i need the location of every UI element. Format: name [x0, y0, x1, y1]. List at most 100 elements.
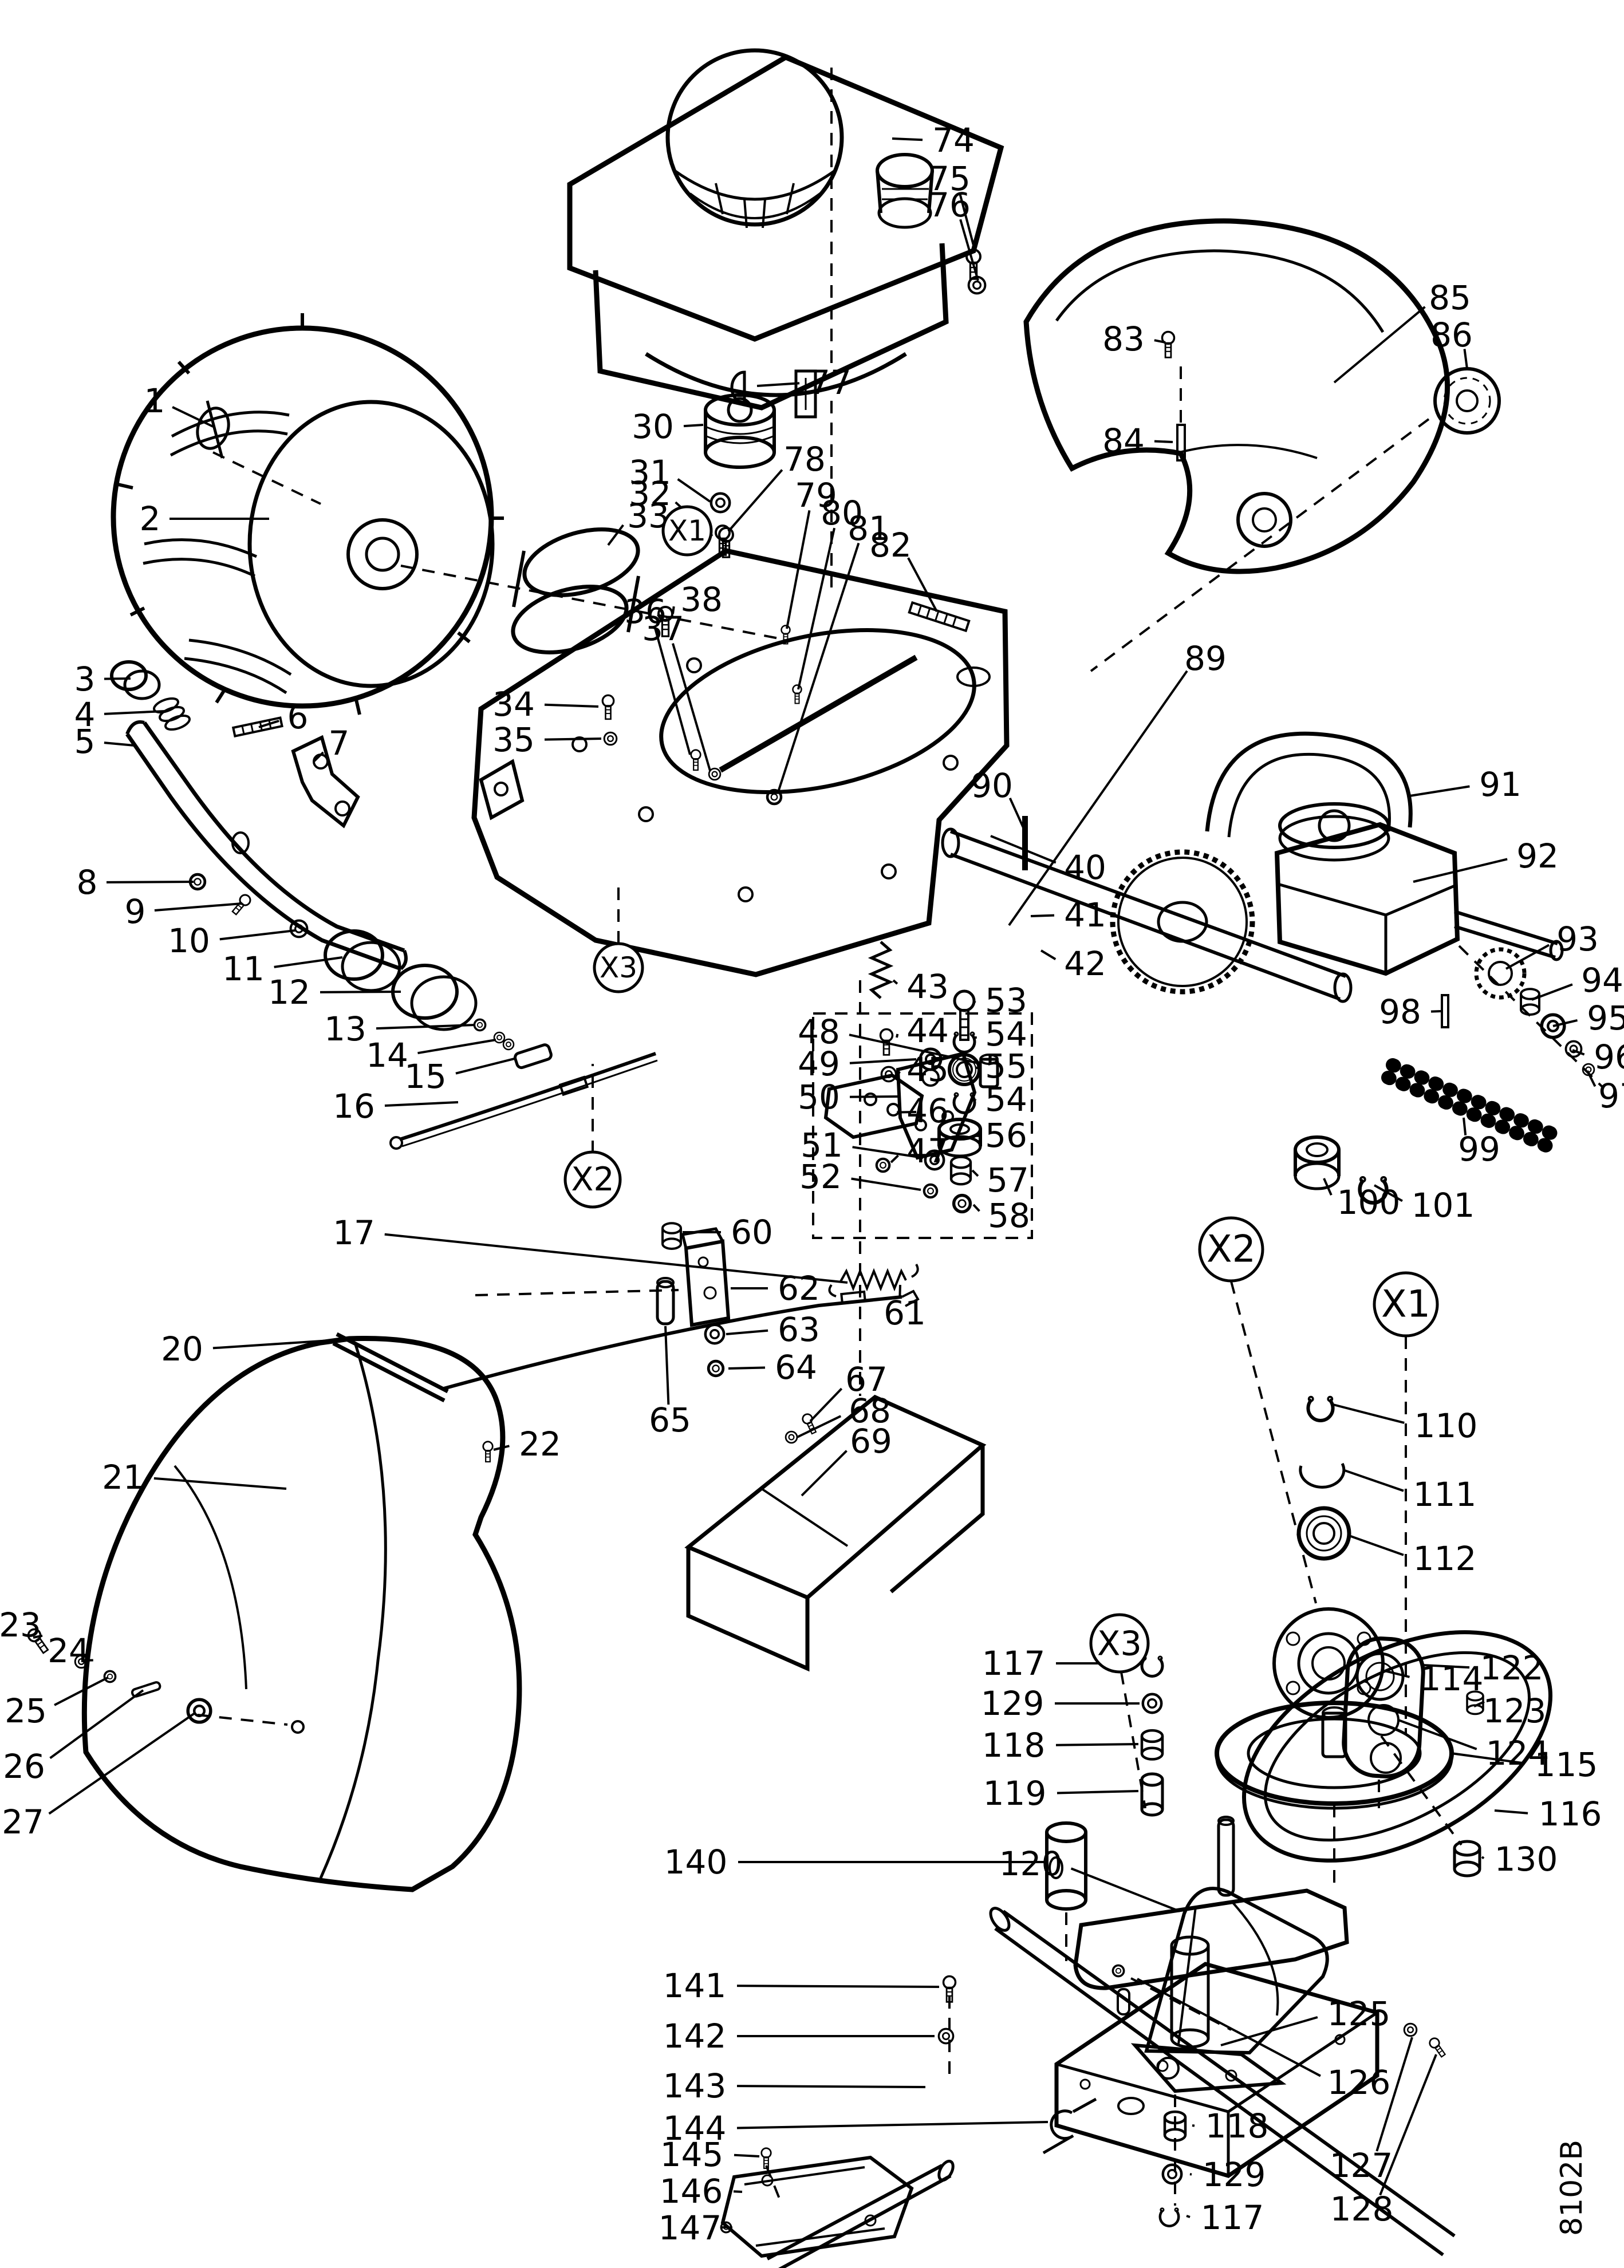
leader-line: [797, 1415, 842, 1438]
part-label-143: 143: [663, 2066, 926, 2105]
part-label-92: 92: [1413, 837, 1559, 883]
part-label-41: 41: [1030, 896, 1106, 934]
leader-line: [1374, 1184, 1403, 1202]
part-label-54: 54: [974, 1015, 1027, 1054]
part-label-22: 22: [493, 1425, 561, 1464]
leader-line: [1344, 1469, 1404, 1492]
leader-line: [672, 606, 675, 614]
callout-X3: X3: [593, 942, 644, 993]
part-number: 84: [1102, 421, 1145, 460]
part-number: 127: [1330, 2146, 1393, 2185]
part-label-2: 2: [140, 499, 269, 538]
part-label-94: 94: [1531, 961, 1623, 1001]
part-number: 99: [1458, 1130, 1500, 1169]
part-label-6: 6: [258, 697, 308, 736]
part-label-140: 140: [664, 1843, 1044, 1882]
leader-line: [1375, 2037, 1413, 2152]
part-number: 116: [1539, 1794, 1602, 1833]
belt-upper: [1205, 731, 1413, 832]
leader-line: [1189, 2173, 1192, 2176]
leader-line: [1057, 1790, 1139, 1794]
part-number: 10: [168, 921, 210, 960]
part-number: 57: [987, 1161, 1029, 1200]
part-label-60: 60: [683, 1213, 773, 1252]
part-number: 117: [982, 1644, 1046, 1683]
part-number: 81: [848, 509, 890, 548]
part-label-129: 129: [981, 1684, 1140, 1723]
impeller-wheel: [111, 313, 504, 715]
part-number: 38: [680, 580, 723, 619]
part-label-10: 10: [168, 921, 295, 960]
part-number: 89: [1184, 639, 1227, 678]
labels-layer: 1234567891011121314151617202122232425262…: [0, 121, 1624, 2247]
part-number: 58: [988, 1196, 1030, 1235]
leader-line: [384, 1233, 848, 1284]
leader-line: [1572, 1049, 1585, 1056]
part-label-127: 127: [1330, 2037, 1413, 2185]
leader-line: [1008, 670, 1188, 926]
leader-line: [975, 1066, 981, 1070]
leader-line: [653, 626, 691, 755]
axle-bushing: [1294, 1135, 1341, 1190]
part-label-82: 82: [869, 526, 938, 612]
part-number: 141: [663, 1966, 727, 2005]
part-number: 147: [659, 2208, 722, 2247]
leader-line: [897, 1111, 917, 1114]
lower-group: [720, 1816, 1456, 2268]
part-label-77: 77: [756, 363, 852, 402]
part-label-80: 80: [797, 494, 863, 690]
part-number: 94: [1581, 961, 1623, 1000]
part-number: 128: [1330, 2190, 1394, 2228]
part-label-95: 95: [1552, 999, 1624, 1038]
part-label-89: 89: [1008, 639, 1227, 926]
part-label-123: 123: [1473, 1691, 1546, 1730]
part-label-25: 25: [5, 1677, 108, 1730]
leader-line: [1422, 1664, 1470, 1669]
leader-line: [728, 1366, 766, 1370]
leader-line: [974, 1099, 977, 1102]
leader-line: [104, 741, 135, 747]
part-number: 31: [629, 453, 671, 492]
belt-guard-box: [684, 1394, 987, 1672]
part-number: 37: [642, 609, 684, 648]
part-number: 25: [5, 1691, 47, 1730]
part-label-51: 51: [801, 1126, 924, 1165]
part-label-96: 96: [1572, 1038, 1624, 1076]
part-label-122: 122: [1422, 1648, 1543, 1687]
part-label-4: 4: [74, 695, 165, 734]
part-label-58: 58: [972, 1196, 1030, 1235]
part-number: 64: [775, 1348, 817, 1387]
part-number: 9: [125, 892, 146, 931]
part-label-56: 56: [975, 1116, 1027, 1155]
leader-line: [959, 192, 976, 250]
part-label-53: 53: [973, 981, 1027, 1020]
part-label-43: 43: [892, 967, 949, 1006]
part-label-27: 27: [2, 1712, 196, 1841]
leader-line: [607, 524, 624, 546]
part-number: 97: [1598, 1076, 1624, 1115]
diagram-code: 8102B: [1555, 2140, 1589, 2236]
part-label-48: 48: [798, 1012, 982, 1065]
part-number: 96: [1594, 1038, 1624, 1076]
leader-line: [959, 219, 979, 281]
stud: [908, 601, 971, 633]
part-label-76: 76: [928, 186, 979, 281]
part-number: 43: [906, 967, 949, 1006]
leader-line: [1463, 1117, 1467, 1135]
part-label-83: 83: [1102, 320, 1166, 358]
part-label-11: 11: [222, 949, 343, 988]
leader-line: [212, 1339, 340, 1350]
clamp-146: [720, 2155, 914, 2258]
part-label-30: 30: [632, 407, 704, 446]
pin: [1176, 424, 1186, 462]
part-label-112: 112: [1349, 1535, 1476, 1578]
part-number: 4: [74, 695, 96, 734]
callout-circle: [563, 1150, 622, 1209]
part-number: 85: [1429, 278, 1471, 317]
engine-assembly: [511, 48, 1004, 654]
part-number: 15: [404, 1057, 447, 1096]
part-number: 36: [624, 592, 667, 631]
shield-143: [1130, 1887, 1329, 2093]
part-number: 22: [519, 1425, 561, 1464]
